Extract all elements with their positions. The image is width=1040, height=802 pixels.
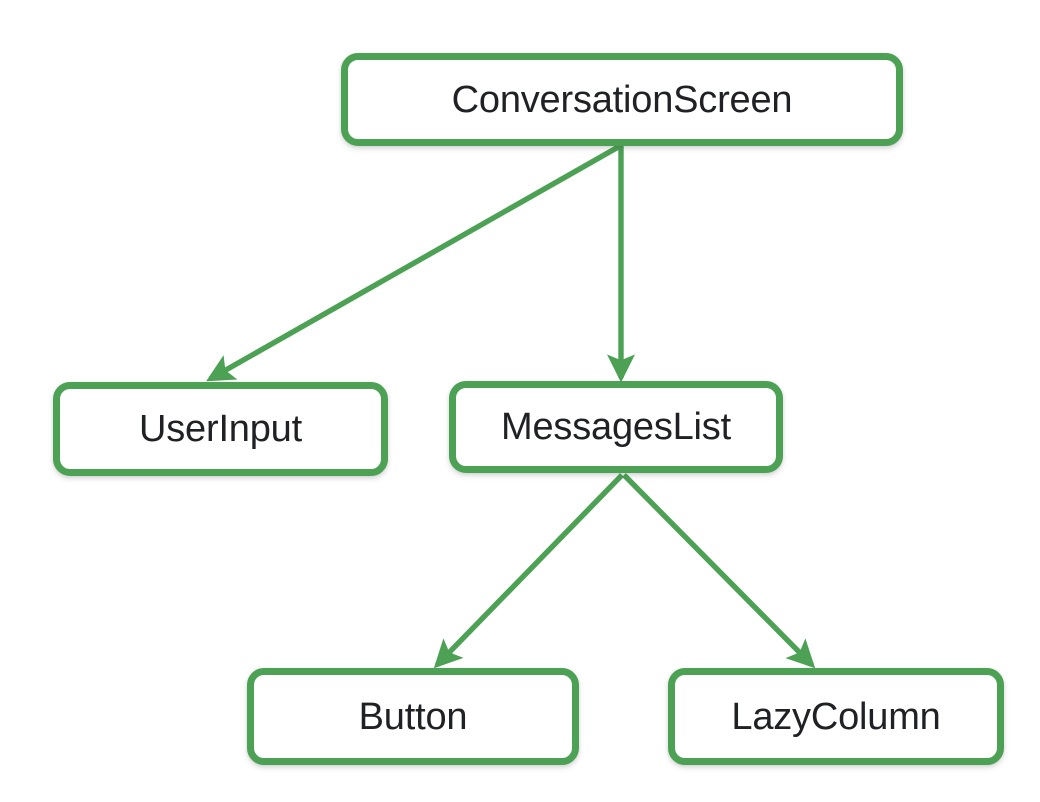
edge-messageslist-to-button [433,473,624,669]
node-lazycolumn[interactable]: LazyColumn [668,668,1004,765]
edge-conversationscreen-to-userinput [206,143,622,382]
node-label: LazyColumn [731,695,941,738]
node-button[interactable]: Button [247,668,579,765]
node-userinput[interactable]: UserInput [53,382,388,476]
node-label: UserInput [139,408,302,450]
edge-messageslist-to-lazycolumn [622,473,816,669]
node-messageslist[interactable]: MessagesList [449,381,783,473]
node-label: Button [358,695,468,738]
node-conversationscreen[interactable]: ConversationScreen [341,53,903,146]
node-label: MessagesList [501,406,731,448]
node-label: ConversationScreen [451,78,793,121]
